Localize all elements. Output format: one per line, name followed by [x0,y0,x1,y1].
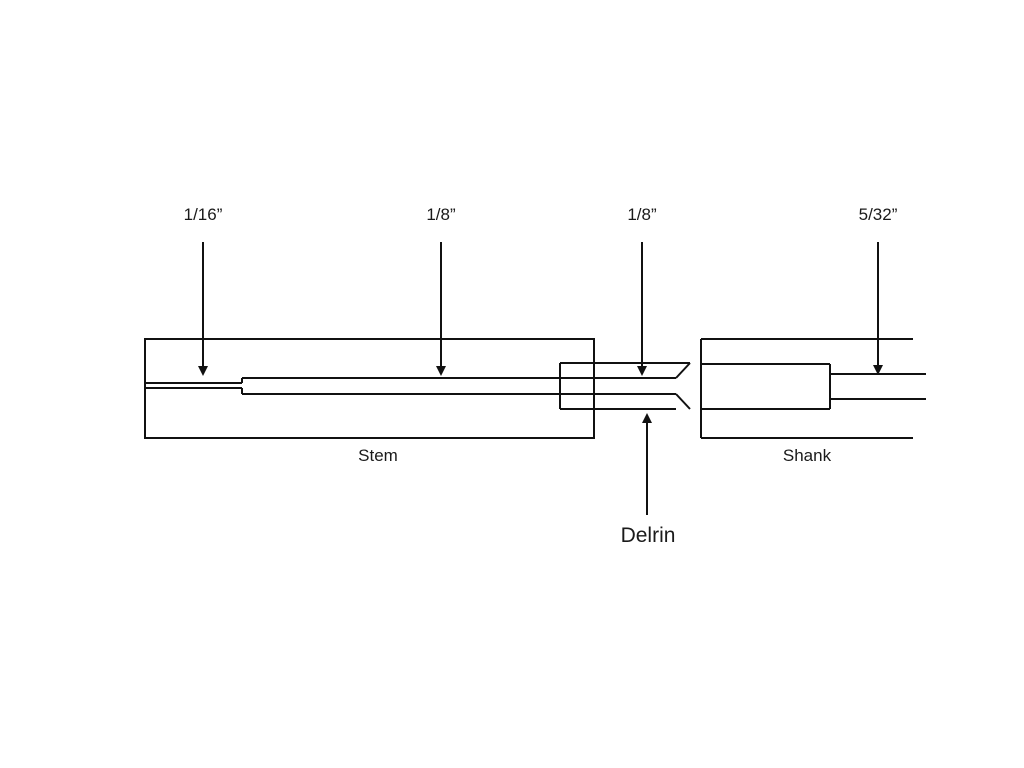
delrin-tenon [559,362,691,410]
delrin-label: Delrin [621,524,676,547]
arrow-delrin [642,413,652,515]
arrow-1-8-stem [436,242,446,376]
dimension-label-1-8-tenon: 1/8” [627,205,657,224]
shank-body [700,338,913,439]
shank-mortise [701,363,831,410]
stem-label: Stem [358,446,398,465]
stem-airway [145,377,560,395]
dimension-label-5-32: 5/32” [859,205,898,224]
dimension-label-1-8-stem: 1/8” [426,205,456,224]
shank-airway [830,373,926,400]
shank-label: Shank [783,446,832,465]
arrow-5-32 [873,242,883,375]
arrow-1-8-tenon [637,242,647,376]
arrow-1-16 [198,242,208,376]
dimension-label-1-16: 1/16” [184,205,223,224]
